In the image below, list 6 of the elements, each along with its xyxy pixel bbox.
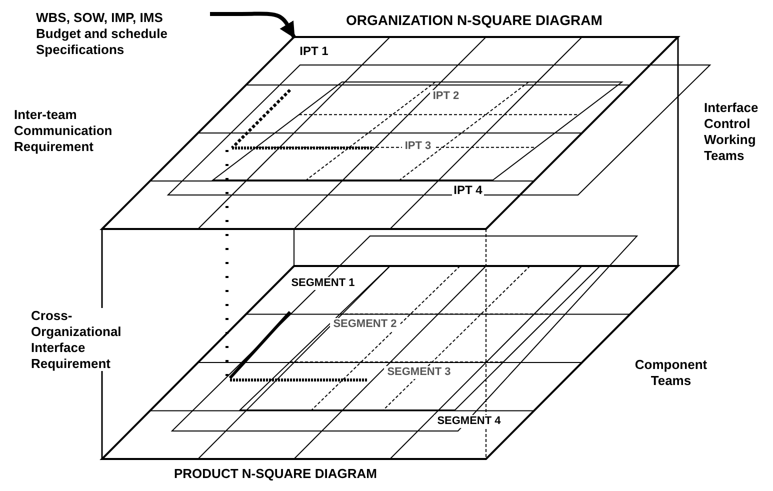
- cell-label: IPT 4: [452, 183, 484, 198]
- input-list-text: WBS, SOW, IMP, IMS Budget and schedule Specifications: [36, 10, 168, 58]
- grid-heading: ORGANIZATION N-SQUARE DIAGRAM: [346, 12, 602, 30]
- arrow: [210, 12, 296, 38]
- cell-label: SEGMENT 2: [330, 318, 400, 332]
- cell-label: SEGMENT 4: [434, 415, 504, 428]
